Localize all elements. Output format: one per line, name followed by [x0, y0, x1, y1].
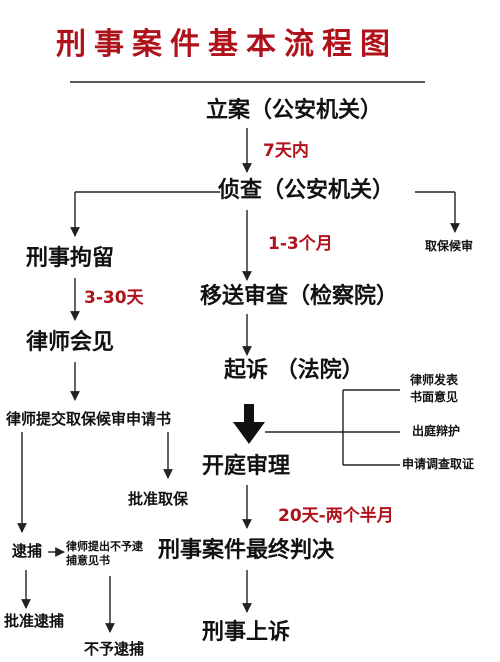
node-no-arrest-opinion: 律师提出不予逮捕意见书 [66, 540, 143, 567]
node-opinion-written: 律师发表书面意见 [410, 373, 459, 405]
duration-investigation-transfer: 1-3个月 [268, 234, 333, 254]
node-appeal: 刑事上诉 [202, 620, 291, 645]
node-prosecution: 起诉 （法院） [224, 358, 364, 383]
bold-down-arrow [233, 404, 265, 444]
node-detention: 刑事拘留 [26, 246, 115, 271]
node-no-arrest: 不予逮捕 [84, 640, 145, 658]
duration-trial-judgment: 20天-两个半月 [278, 506, 394, 526]
node-bail: 取保候审 [425, 239, 474, 253]
node-investigation: 侦查（公安机关） [218, 178, 395, 203]
node-bail-approved: 批准取保 [128, 490, 189, 508]
node-lawyer-meet: 律师会见 [26, 330, 115, 355]
node-arrest-approved: 批准逮捕 [4, 612, 65, 630]
node-transfer: 移送审查（检察院） [200, 284, 399, 309]
node-trial: 开庭审理 [202, 454, 291, 479]
node-bail-application: 律师提交取保候审申请书 [6, 410, 172, 428]
node-arrest: 逮捕 [12, 542, 43, 560]
page-title: 刑事案件基本流程图 [56, 27, 398, 62]
node-final-judgment: 刑事案件最终判决 [158, 538, 335, 563]
node-filing: 立案（公安机关） [206, 98, 383, 123]
node-evidence-request: 申请调查取证 [402, 457, 475, 471]
duration-filing-investigation: 7天内 [263, 141, 309, 161]
node-defense: 出庭辩护 [412, 424, 461, 438]
duration-detention: 3-30天 [84, 288, 144, 308]
